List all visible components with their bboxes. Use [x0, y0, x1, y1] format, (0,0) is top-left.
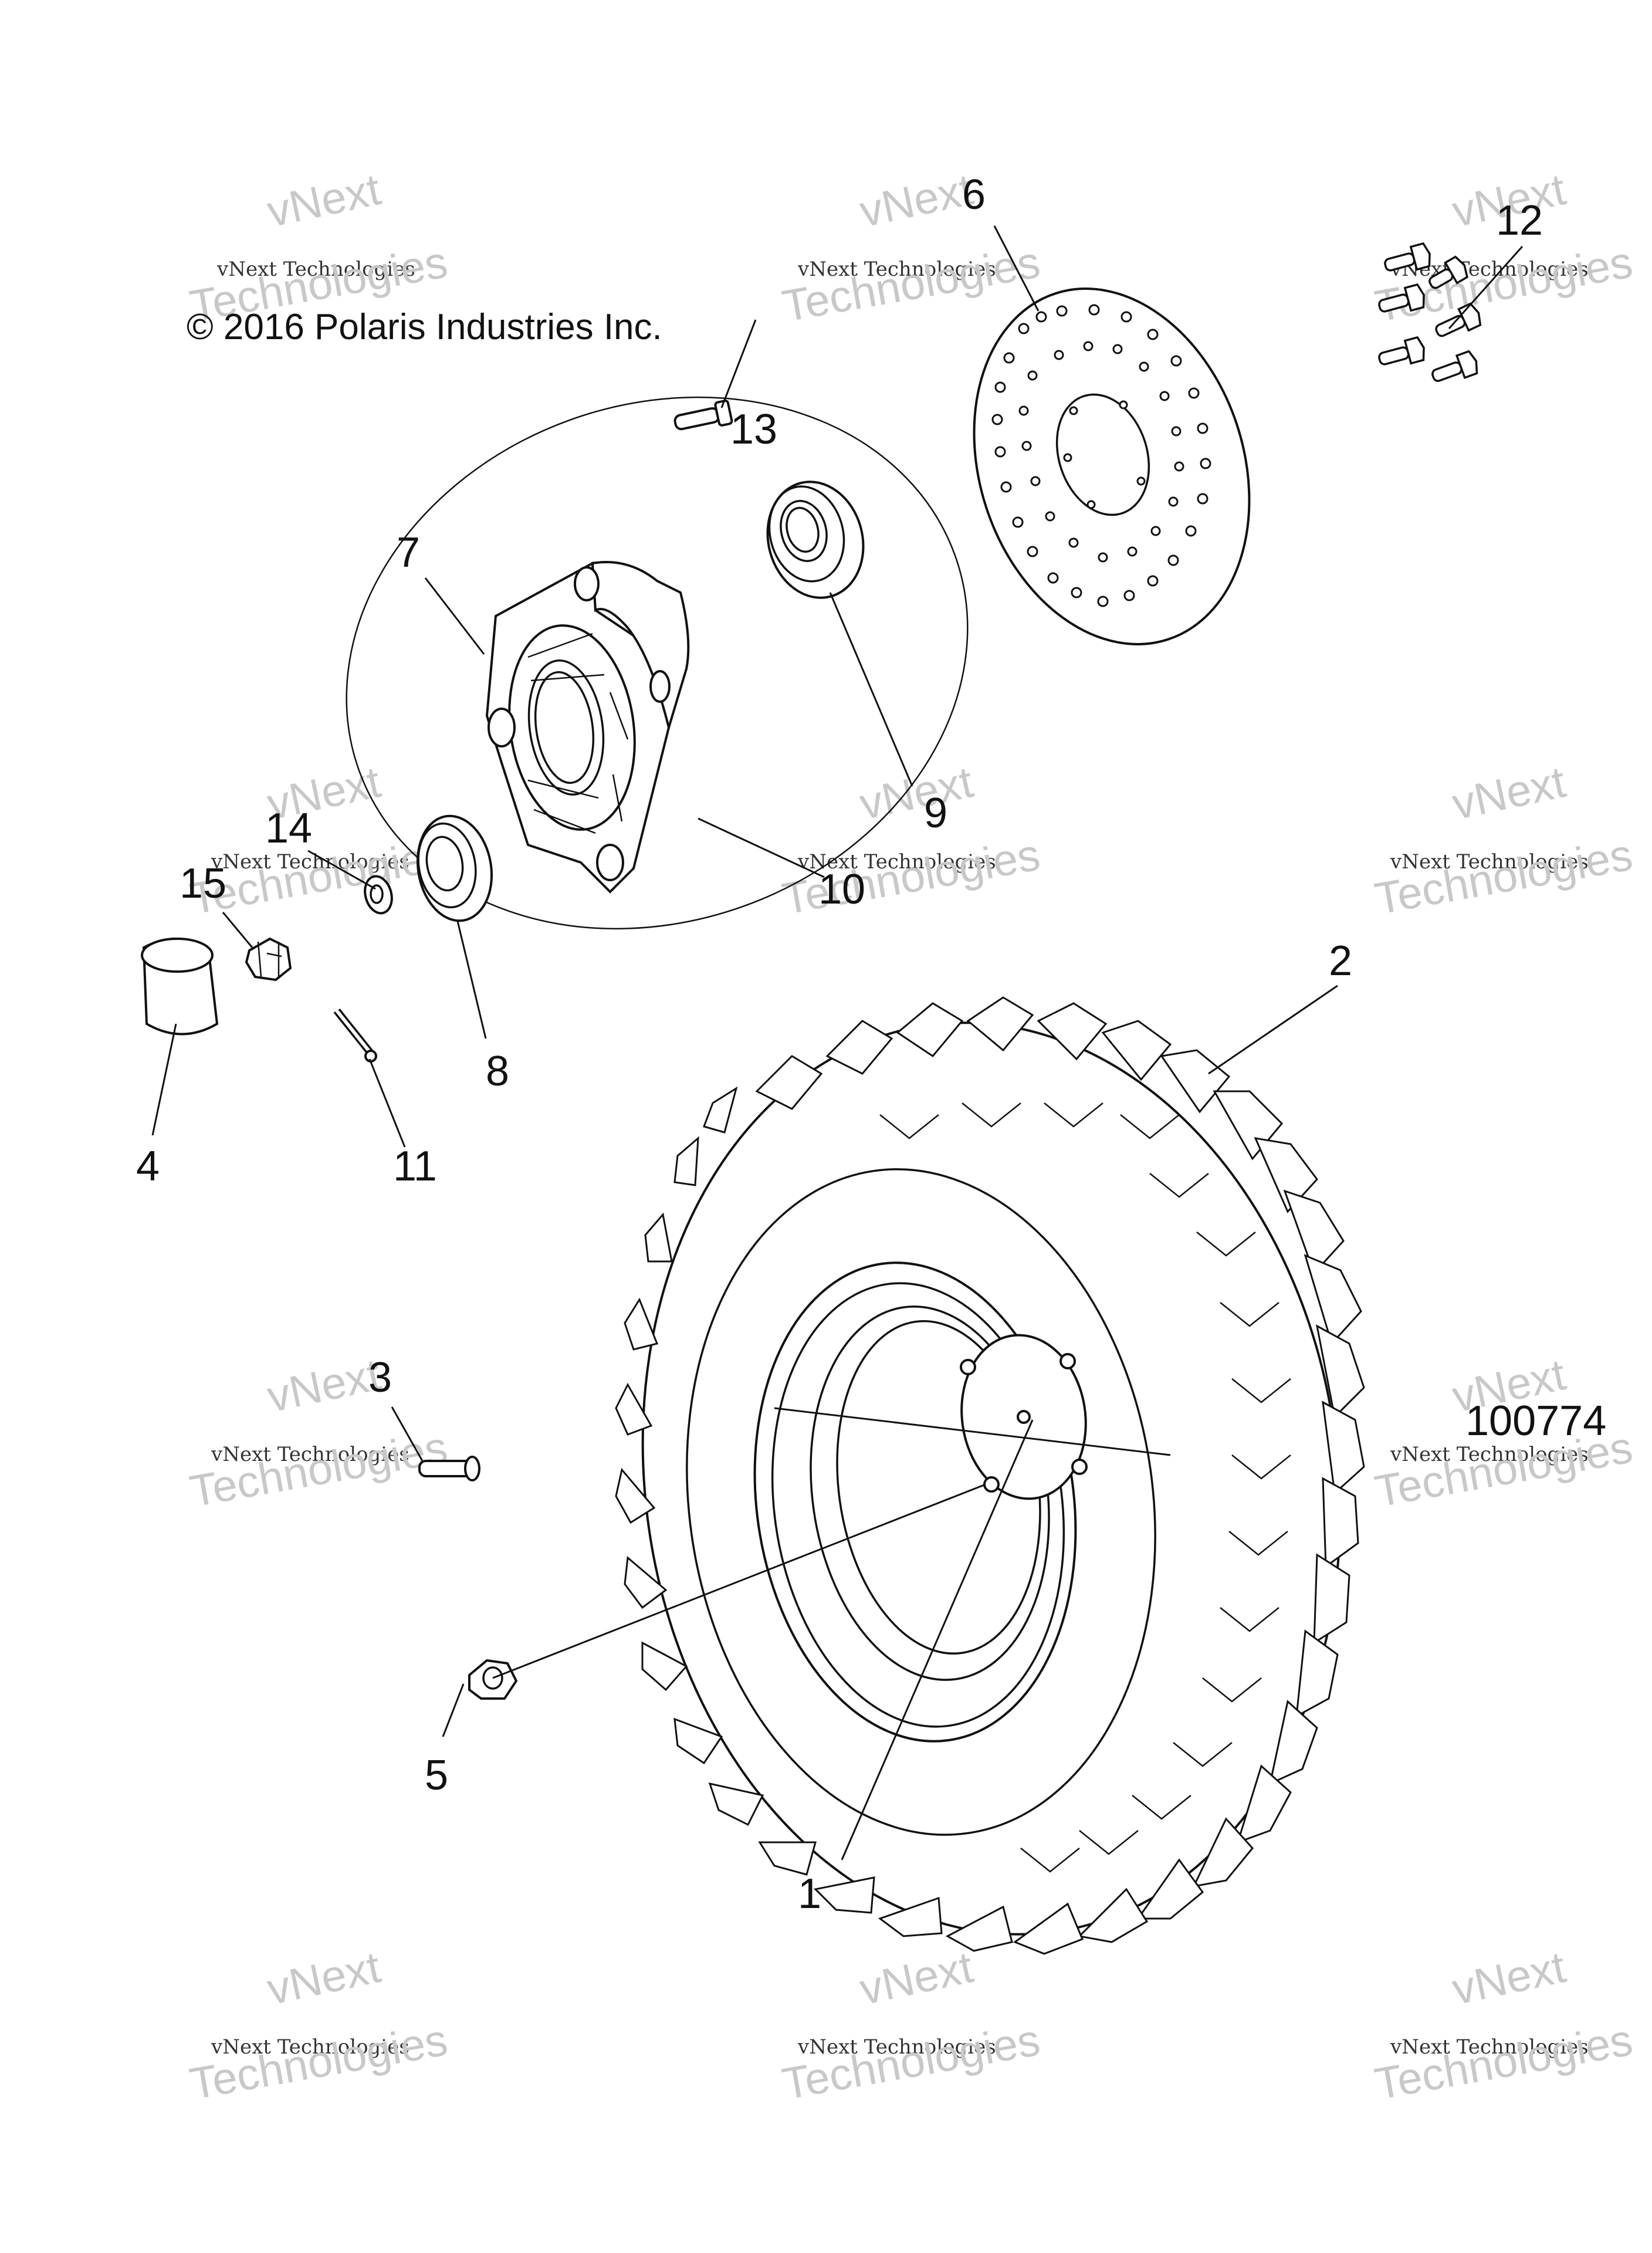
wheel-rim — [753, 1261, 1088, 1743]
callout-9: 9 — [924, 790, 947, 837]
wheel-stud — [673, 400, 733, 431]
watermark: vNext vNext Technologies Technologies — [1371, 757, 1636, 924]
callout-3: 3 — [368, 1354, 392, 1401]
svg-text:vNext: vNext — [1448, 757, 1570, 830]
callout-10: 10 — [818, 866, 865, 913]
callout-4: 4 — [136, 1143, 160, 1190]
svg-text:vNext: vNext — [855, 164, 977, 237]
svg-text:Technologies: Technologies — [778, 237, 1044, 331]
watermark: vNext vNext Technologies Technologies — [1371, 1942, 1636, 2109]
bearing-outer — [416, 814, 493, 922]
svg-text:Technologies: Technologies — [778, 2015, 1044, 2109]
hub-assembly-outline — [346, 396, 969, 930]
cotter-pin — [333, 1008, 377, 1063]
svg-text:vNext Technologies: vNext Technologies — [216, 258, 415, 281]
callout-6: 6 — [962, 171, 986, 218]
svg-text:vNext Technologies: vNext Technologies — [211, 850, 409, 874]
svg-text:vNext Technologies: vNext Technologies — [211, 2035, 409, 2059]
copyright-text: © 2016 Polaris Industries Inc. — [187, 307, 662, 347]
svg-text:vNext: vNext — [855, 1942, 977, 2015]
figure-number: 100774 — [1465, 1398, 1606, 1445]
callout-12: 12 — [1496, 197, 1543, 244]
svg-text:vNext Technologies: vNext Technologies — [797, 2035, 996, 2059]
callout-15: 15 — [180, 860, 226, 907]
svg-text:vNext Technologies: vNext Technologies — [1390, 2035, 1589, 2059]
callout-11: 11 — [393, 1143, 437, 1190]
callout-14: 14 — [265, 805, 312, 852]
disc-bolts — [1378, 242, 1482, 382]
lug-nut — [468, 1659, 518, 1700]
callout-13: 13 — [730, 406, 777, 453]
wheel-hub — [485, 561, 690, 894]
watermark: vNext vNext Technologies Technologies — [778, 1942, 1044, 2109]
svg-text:vNext Technologies: vNext Technologies — [797, 258, 996, 281]
hub-cap — [141, 938, 219, 1036]
svg-text:vNext: vNext — [263, 1349, 385, 1422]
svg-text:Technologies: Technologies — [1371, 830, 1636, 924]
watermark: vNext vNext Technologies Technologies — [186, 1349, 451, 1517]
svg-text:vNext: vNext — [855, 757, 977, 830]
callout-8: 8 — [486, 1048, 509, 1095]
bearing-inner — [766, 481, 865, 599]
svg-text:Technologies: Technologies — [186, 1422, 451, 1517]
brake-disc — [973, 287, 1251, 645]
callouts: 6 12 13 7 9 10 14 15 8 4 11 2 3 5 1 — [136, 171, 1543, 1917]
watermark: vNext vNext Technologies Technologies — [186, 1942, 451, 2109]
callout-7: 7 — [397, 529, 420, 576]
svg-text:Technologies: Technologies — [1371, 237, 1636, 331]
svg-text:vNext Technologies: vNext Technologies — [211, 1443, 409, 1466]
svg-text:vNext: vNext — [263, 1942, 385, 2015]
stud — [418, 1456, 480, 1481]
castle-nut — [245, 937, 292, 982]
svg-text:vNext Technologies: vNext Technologies — [1390, 1443, 1589, 1466]
svg-text:vNext Technologies: vNext Technologies — [1390, 850, 1589, 874]
leader-lines — [151, 225, 1524, 1860]
svg-text:Technologies: Technologies — [186, 2015, 451, 2109]
callout-5: 5 — [425, 1752, 448, 1799]
watermark: vNext vNext Technologies Technologies — [778, 164, 1044, 331]
washer — [364, 875, 393, 915]
callout-2: 2 — [1329, 938, 1352, 985]
svg-text:Technologies: Technologies — [1371, 2015, 1636, 2109]
callout-1: 1 — [798, 1870, 821, 1917]
svg-text:vNext: vNext — [263, 164, 385, 237]
svg-text:vNext: vNext — [1448, 1942, 1570, 2015]
